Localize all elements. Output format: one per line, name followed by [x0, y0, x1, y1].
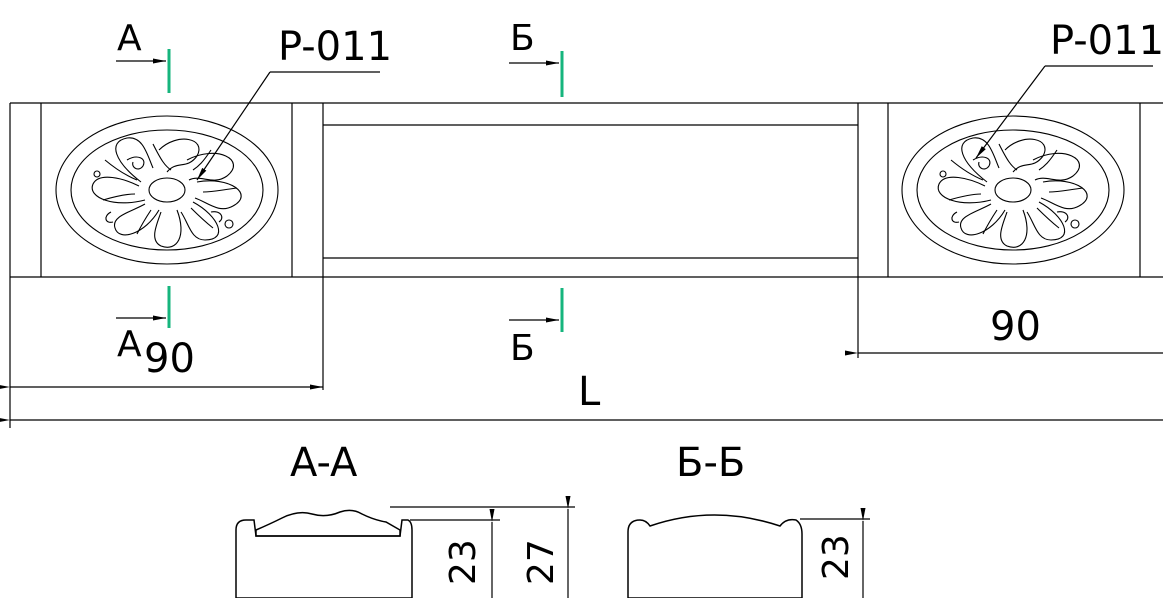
callout-right-label: P-011 [1050, 18, 1163, 64]
rosette-right [901, 115, 1125, 265]
cut-label-b-bottom: Б [510, 328, 535, 369]
dimension-total-l-label: L [578, 369, 601, 415]
cut-mark-b-top: Б [509, 18, 564, 97]
dimension-right-90: 90 [845, 304, 1163, 356]
callout-left: P-011 [196, 24, 392, 181]
dimension-left-90-label: 90 [144, 336, 195, 382]
section-bb-title: Б-Б [676, 440, 745, 486]
section-aa-title: A-A [290, 440, 358, 486]
dimension-left-90: 90 [0, 336, 323, 390]
cut-label-a-bottom: A [117, 324, 142, 365]
cut-label-a-top: A [117, 18, 142, 59]
dimension-total-l: L [0, 369, 1163, 423]
callout-right: P-011 [975, 18, 1163, 159]
cut-label-b-top: Б [510, 18, 535, 59]
section-bb-dim-23: 23 [816, 534, 857, 580]
section-bb: Б-Б 23 [627, 440, 870, 598]
dimension-right-90-label: 90 [990, 304, 1041, 350]
rosette-left [55, 115, 279, 265]
cut-mark-b-bottom: Б [509, 288, 564, 369]
cut-mark-a-top: A [116, 18, 171, 93]
section-aa: A-A 23 27 [235, 440, 575, 598]
cut-mark-a-bottom: A [116, 286, 171, 365]
section-aa-dim-27: 27 [521, 539, 562, 585]
callout-left-label: P-011 [278, 24, 392, 70]
section-aa-dim-23: 23 [443, 539, 484, 585]
front-view [9, 102, 1163, 428]
